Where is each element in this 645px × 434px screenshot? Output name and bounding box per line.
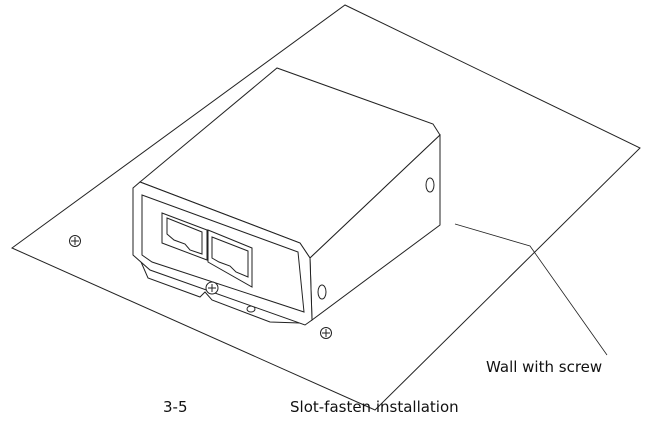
figure-number: 3-5: [163, 398, 188, 416]
side-hole: [425, 177, 435, 193]
callout-label: Wall with screw: [486, 358, 603, 376]
screw: [205, 281, 219, 295]
figure-caption: Slot-fasten installation: [290, 398, 459, 416]
front-panel: [141, 194, 305, 313]
side-hole: [317, 284, 327, 300]
rj45-port: [207, 229, 253, 288]
box-front: [132, 181, 313, 326]
screw: [69, 235, 81, 247]
screw: [320, 327, 332, 339]
callout-leader-line: [454, 223, 608, 356]
rj45-port: [161, 212, 208, 261]
